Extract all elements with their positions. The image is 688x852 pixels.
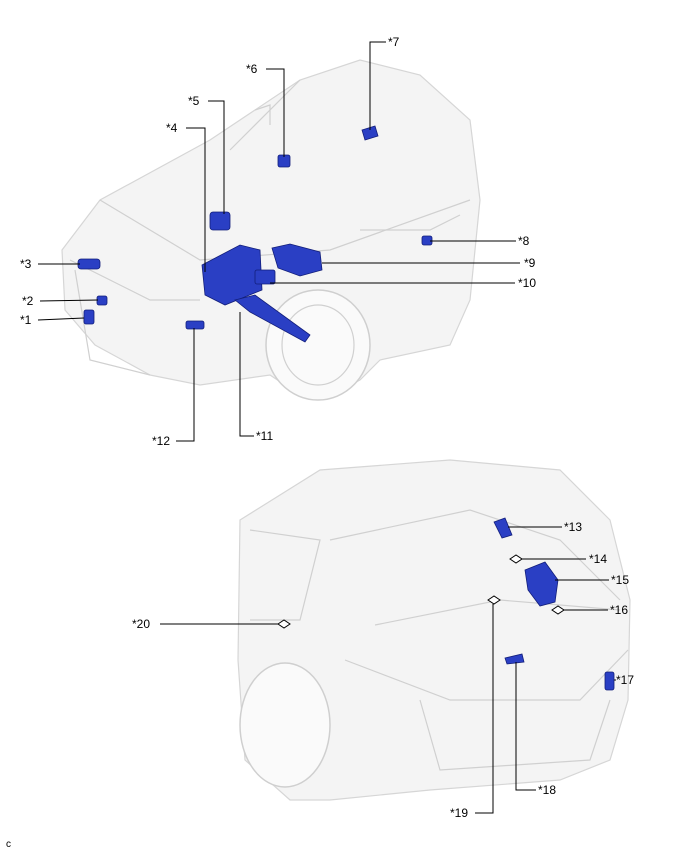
callout-10: *10 <box>518 276 537 290</box>
part-3 <box>77 258 101 270</box>
callout-1: *1 <box>20 313 32 327</box>
callout-2: *2 <box>22 294 34 308</box>
part-15 <box>524 561 559 607</box>
callout-12: *12 <box>152 434 171 448</box>
callout-9: *9 <box>524 256 536 270</box>
rear-vehicle-illustration <box>237 459 631 801</box>
part-19 <box>487 595 501 605</box>
callout-18: *18 <box>538 783 557 797</box>
callout-17: *17 <box>616 673 635 687</box>
part-2 <box>96 295 108 306</box>
part-17 <box>604 671 615 691</box>
part-1 <box>83 309 95 325</box>
callout-15: *15 <box>611 573 630 587</box>
callout-11: *11 <box>256 429 274 443</box>
part-5 <box>209 211 231 231</box>
part-9 <box>271 243 323 277</box>
figure-code: c <box>6 839 11 850</box>
callout-19: *19 <box>450 806 469 820</box>
part-11 <box>234 294 311 343</box>
part-12 <box>185 320 205 330</box>
front-vehicle-illustration <box>61 59 481 401</box>
front-components <box>77 125 433 343</box>
callout-16: *16 <box>610 603 629 617</box>
callout-14: *14 <box>589 552 608 566</box>
callout-5: *5 <box>188 94 200 108</box>
part-4 <box>201 244 263 306</box>
callout-3: *3 <box>20 257 32 271</box>
part-10 <box>254 269 276 285</box>
callout-7: *7 <box>388 35 400 49</box>
callout-6: *6 <box>246 62 258 76</box>
callout-13: *13 <box>564 520 583 534</box>
part-13 <box>493 517 513 539</box>
callout-8: *8 <box>518 234 530 248</box>
part-20 <box>277 619 291 629</box>
leader-lines <box>37 41 616 814</box>
part-7 <box>361 125 379 141</box>
part-18 <box>504 653 525 665</box>
callout-4: *4 <box>166 121 178 135</box>
callout-20: *20 <box>132 617 151 631</box>
